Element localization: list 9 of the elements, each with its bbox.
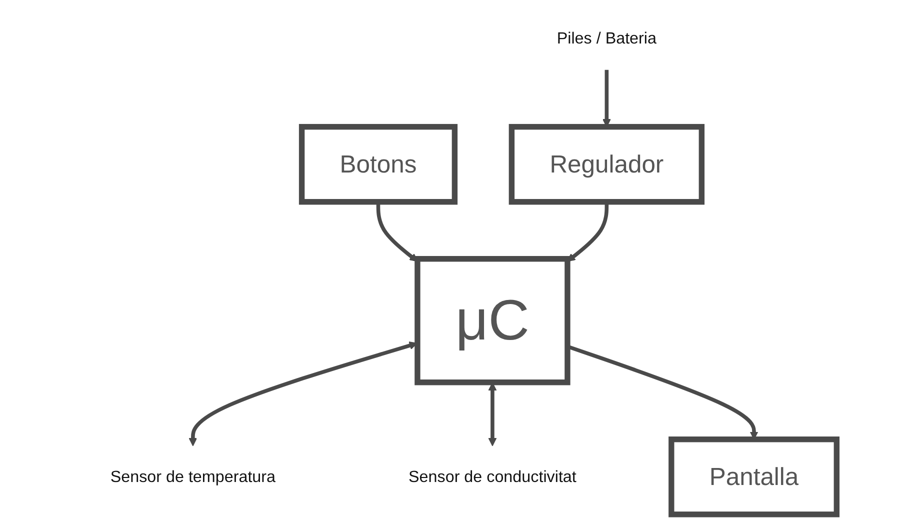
arrow: [567, 202, 609, 262]
node-box: Regulador: [508, 124, 705, 205]
node-box: Pantalla: [668, 436, 840, 518]
node-text: Sensor de conductivitat: [408, 468, 576, 486]
node-text: Piles / Bateria: [556, 29, 656, 48]
node-box: μC: [414, 256, 570, 386]
arrow: [376, 202, 418, 262]
node-text: Sensor de temperatura: [110, 468, 276, 486]
node-box: Botons: [298, 124, 458, 205]
